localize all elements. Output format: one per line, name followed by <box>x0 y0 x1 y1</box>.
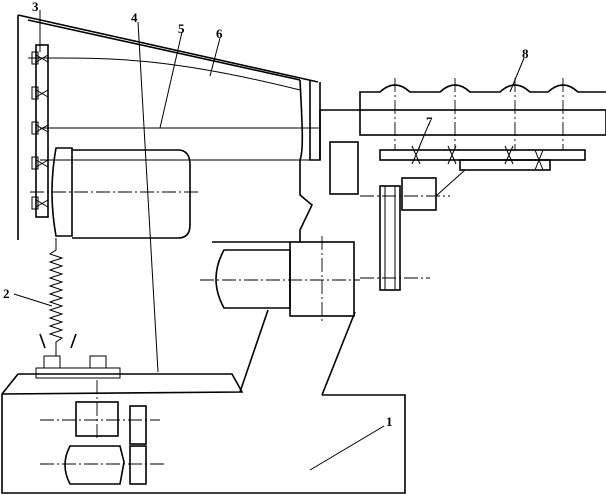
label-3: 3 <box>32 0 39 14</box>
label-2: 2 <box>3 286 10 301</box>
label-4: 4 <box>131 10 138 25</box>
label-7: 7 <box>426 114 433 129</box>
belt-drive <box>360 169 466 291</box>
rail <box>359 78 606 150</box>
label-6: 6 <box>216 26 223 41</box>
sprocket-column <box>31 51 49 210</box>
label-8: 8 <box>522 46 529 61</box>
frame <box>17 14 360 396</box>
chain <box>379 145 586 171</box>
upper-motor <box>30 147 200 239</box>
leader-lines <box>13 10 525 471</box>
spring <box>39 238 77 356</box>
base <box>1 355 406 494</box>
middle-motor <box>200 236 360 324</box>
label-5: 5 <box>178 21 185 36</box>
label-1: 1 <box>386 414 393 429</box>
